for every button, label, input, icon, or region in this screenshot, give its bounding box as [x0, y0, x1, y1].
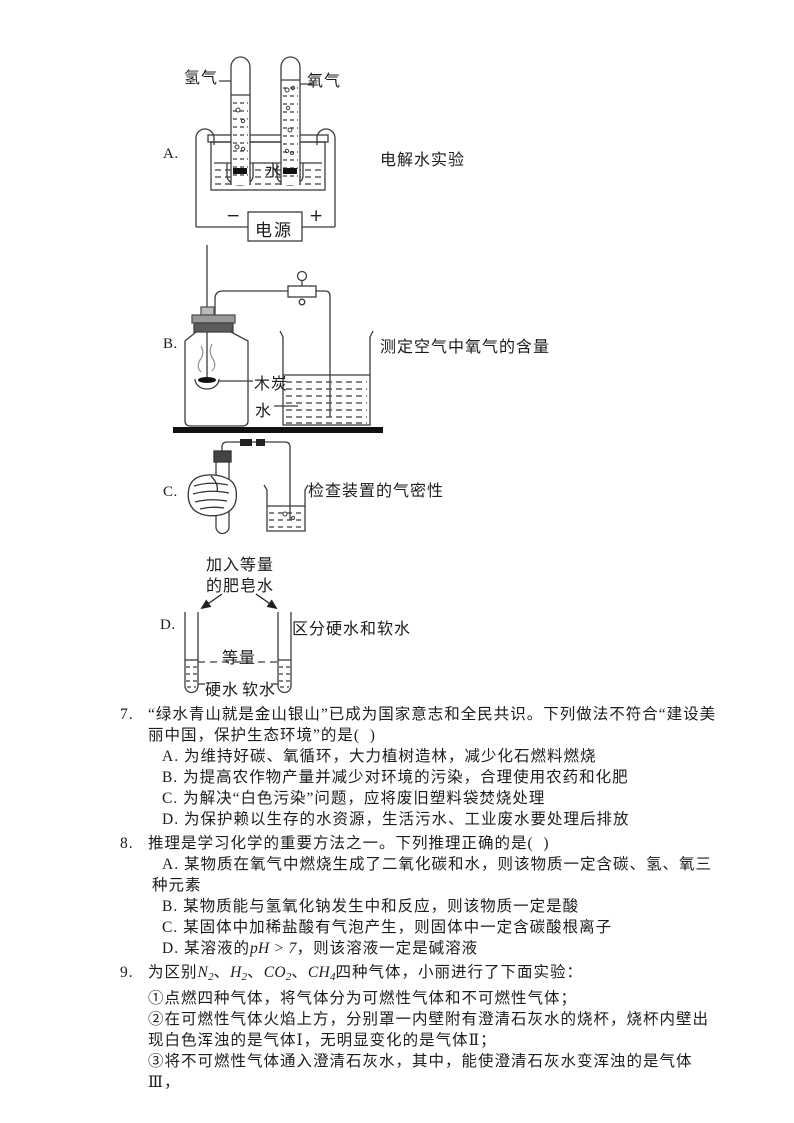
test-tube — [215, 462, 230, 535]
electrode-right — [283, 168, 297, 174]
question-8-option-b: B. 某物质能与氢氧化钠发生中和反应，则该物质一定是酸 — [162, 898, 580, 915]
soap-arrow-right — [255, 593, 278, 610]
figure-d-letter: D. — [160, 617, 176, 633]
question-9-step-1: ①点燃四种气体，将气体分为可燃性气体和不可燃性气体； — [148, 990, 578, 1007]
delivery-tube-right — [316, 290, 331, 417]
question-8-stem: 推理是学习化学的重要方法之一。下列推理正确的是( ) — [148, 835, 550, 852]
wire-left — [195, 128, 215, 227]
figure-b-letter: B. — [163, 336, 178, 352]
rubber-connector-2 — [256, 439, 265, 446]
gas-bottle — [184, 331, 249, 427]
smoke — [197, 343, 216, 373]
question-8-option-d: D. 某溶液的pH > 7，则该溶液一定是碱溶液 — [162, 940, 479, 957]
question-9-step-2: ②在可燃性气体火焰上方，分别罩一内壁附有澄清石灰水的烧杯，烧杯内壁出现白色浑浊的… — [148, 1011, 710, 1049]
hand — [187, 474, 238, 517]
beaker-c — [263, 484, 309, 532]
question-8-option-a: A. 某物质在氧气中燃烧生成了二氧化碳和水，则该物质一定含碳、氢、氧三种元素 — [152, 856, 712, 894]
airtightness-check-drawing — [187, 439, 309, 535]
thumb-line — [210, 475, 219, 493]
question-7: 7. “绿水青山就是金山银山”已成为国家意志和全民共识。下列做法不符合“建设美丽… — [120, 704, 724, 830]
trough — [210, 141, 326, 191]
question-9-stem: 为区别N2、H2、CO2、CH4四种气体，小丽进行了下面实验： — [148, 964, 583, 983]
electrode-left — [233, 168, 247, 174]
bubble-2 — [291, 516, 295, 520]
delivery-tube-left — [214, 290, 288, 315]
beaker-b — [279, 330, 374, 426]
power-box — [247, 211, 303, 242]
hydrogen-gas-label: 氢气 — [184, 70, 219, 87]
charcoal-label: 木炭 — [254, 376, 289, 393]
hydrogen-tube — [230, 56, 251, 185]
figure-a-letter: A. — [163, 146, 179, 162]
soap-arrow-left — [200, 593, 223, 610]
trough-rim — [207, 134, 329, 143]
hard-water-label: 硬水 — [205, 682, 240, 699]
question-list: 7. “绿水青山就是金山银山”已成为国家意志和全民共识。下列做法不符合“建设美丽… — [120, 704, 724, 1096]
combustion-spoon-contents — [198, 377, 216, 383]
combustion-spoon — [194, 378, 220, 390]
figure-c-caption: 检查装置的气密性 — [308, 483, 445, 500]
soft-water-label: 软水 — [242, 682, 277, 699]
oxygen-tube — [280, 56, 301, 185]
question-9: 9. 为区别N2、H2、CO2、CH4四种气体，小丽进行了下面实验： ①点燃四种… — [120, 962, 724, 1093]
question-7-option-c: C. 为解决“白色污染”问题，应将废旧塑料袋焚烧处理 — [162, 790, 546, 807]
wire-right — [316, 128, 336, 227]
question-7-option-a: A. 为维持好碳、氧循环，大力植树造林，减少化石燃料燃烧 — [162, 748, 597, 765]
question-7-stem: “绿水青山就是金山银山”已成为国家意志和全民共识。下列做法不符合“建设美丽中国，… — [148, 706, 717, 744]
oxygen-gas-label: 氧气 — [307, 73, 342, 90]
figure-c-letter: C. — [163, 484, 178, 500]
test-tube-stopper — [213, 450, 232, 463]
hard-water-tube — [184, 612, 199, 694]
question-8-option-c: C. 某固体中加稀盐酸有气泡产生，则固体中一定含碳酸根离子 — [162, 919, 613, 936]
valve-knob — [296, 270, 308, 282]
question-9-number: 9. — [120, 964, 134, 981]
water-label-b: 水 — [255, 403, 273, 420]
bench — [173, 427, 383, 433]
question-7-option-d: D. 为保护赖以生存的水资源，生活污水、工业废水要处理后排放 — [162, 811, 630, 828]
soap-water-label-line1: 加入等量 — [206, 557, 275, 574]
figure-a-caption: 电解水实验 — [380, 152, 466, 169]
valve-body — [287, 285, 317, 298]
question-7-option-b: B. 为提高农作物产量并减少对环境的污染，合理使用农药和化肥 — [162, 769, 629, 786]
oxygen-measurement-drawing — [173, 245, 383, 433]
power-supply-label: 电源 — [255, 221, 293, 240]
bottle-stopper — [191, 314, 236, 324]
question-9-step-3: ③将不可燃性气体通入澄清石灰水，其中，能使澄清石灰水变浑浊的是气体Ⅲ， — [148, 1053, 693, 1091]
bubble — [282, 511, 288, 517]
water-comparison-drawing — [184, 593, 292, 694]
minus-terminal-label: − — [226, 206, 241, 226]
water-label-a: 水 — [265, 163, 283, 180]
figure-b-caption: 测定空气中氧气的含量 — [380, 339, 551, 356]
rubber-connector — [240, 439, 252, 446]
trough-water-dashes — [215, 169, 321, 185]
figure-d-caption: 区分硬水和软水 — [292, 621, 412, 638]
electrolysis-apparatus-drawing — [195, 56, 336, 242]
plus-terminal-label: + — [309, 206, 324, 226]
soft-water-tube — [277, 612, 292, 694]
equal-amount-label: 等量 — [222, 650, 257, 667]
question-8: 8. 推理是学习化学的重要方法之一。下列推理正确的是( ) A. 某物质在氧气中… — [120, 833, 724, 959]
finger-lines — [192, 482, 230, 510]
soap-water-label-line2: 的肥皂水 — [206, 578, 275, 595]
question-7-number: 7. — [120, 706, 134, 723]
question-8-number: 8. — [120, 835, 134, 852]
